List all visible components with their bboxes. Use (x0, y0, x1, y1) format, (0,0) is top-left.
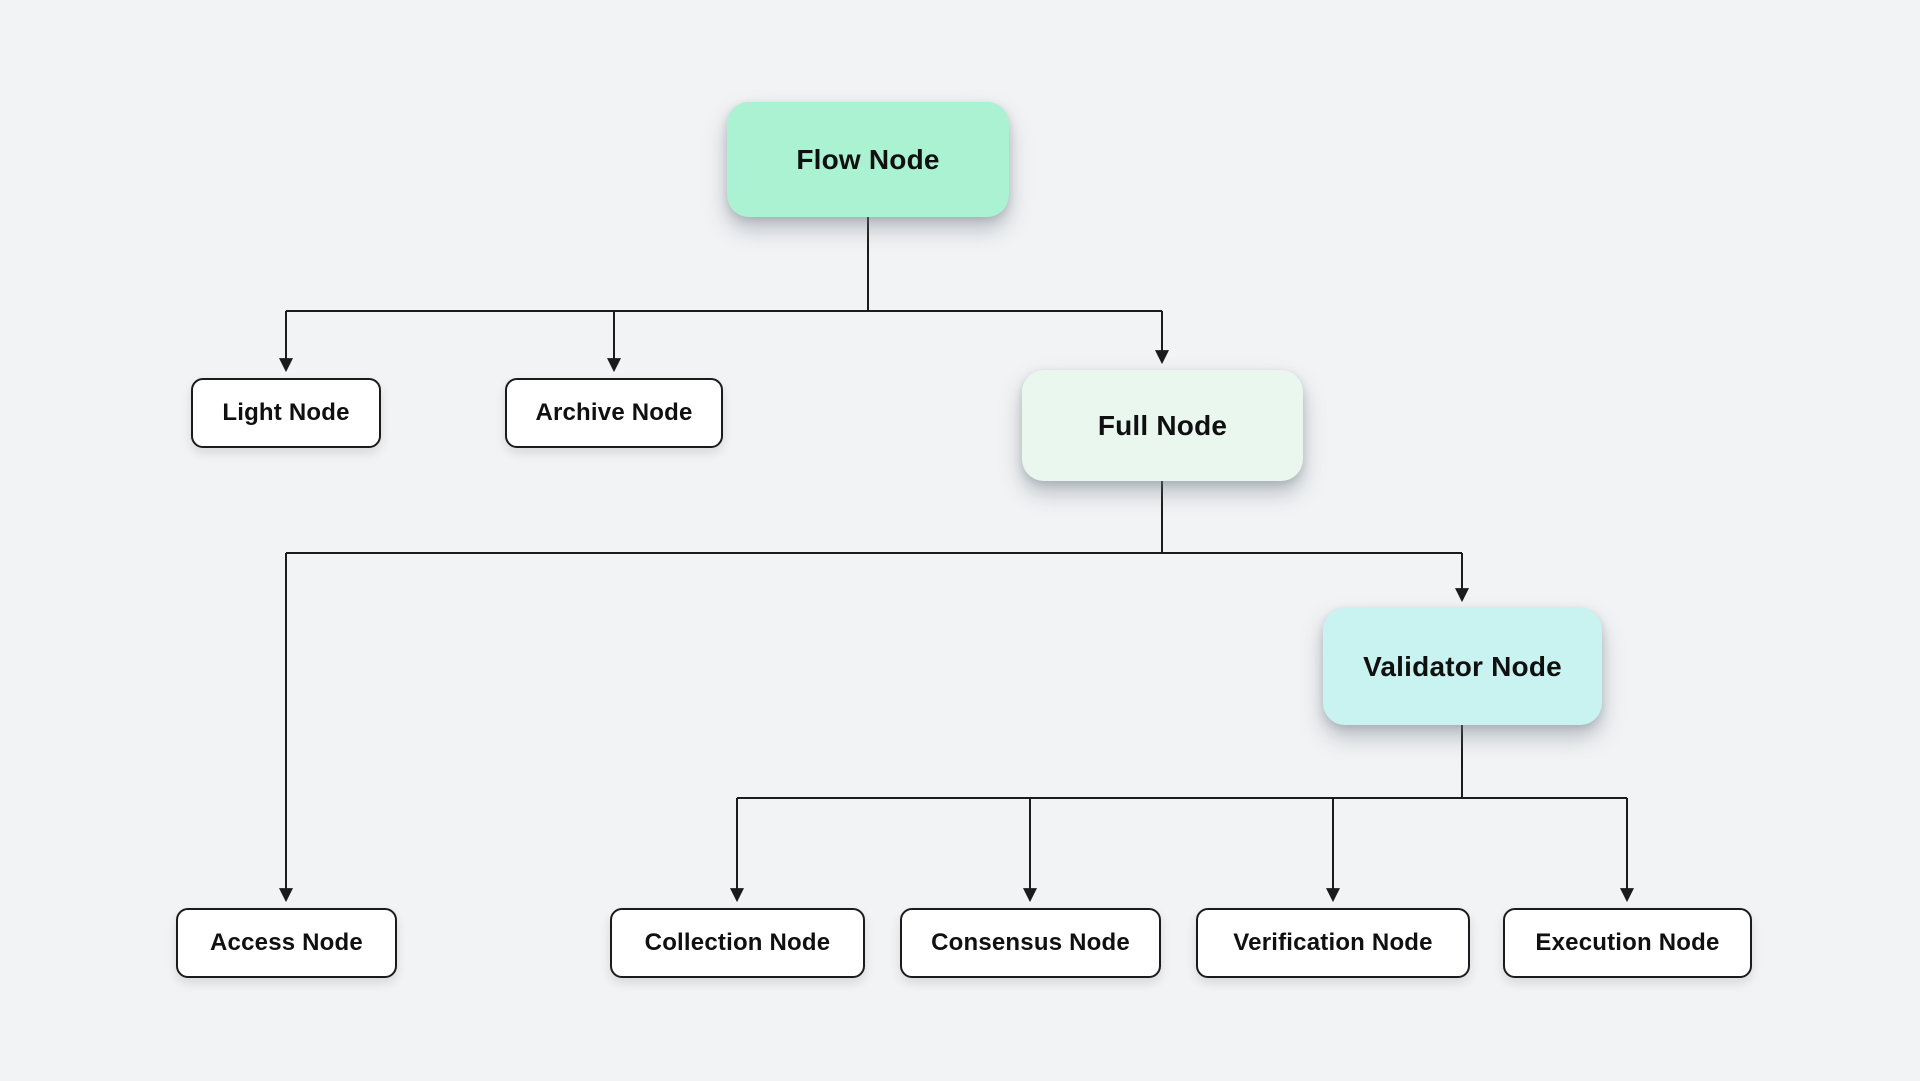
node-label-validator: Validator Node (1363, 650, 1562, 682)
node-label-archive: Archive Node (535, 399, 693, 426)
node-label-light: Light Node (222, 399, 350, 426)
node-verification: Verification Node (1196, 908, 1470, 978)
node-validator: Validator Node (1323, 608, 1602, 725)
node-label-execution: Execution Node (1535, 929, 1720, 956)
node-full: Full Node (1022, 370, 1303, 481)
node-label-verification: Verification Node (1233, 929, 1433, 956)
node-label-collection: Collection Node (644, 929, 831, 956)
node-label-access: Access Node (210, 929, 363, 956)
node-label-flow: Flow Node (796, 143, 940, 175)
node-label-consensus: Consensus Node (931, 929, 1130, 956)
node-flow: Flow Node (727, 102, 1009, 217)
node-light: Light Node (191, 378, 381, 448)
node-label-full: Full Node (1097, 409, 1228, 441)
node-access: Access Node (176, 908, 397, 978)
node-execution: Execution Node (1503, 908, 1752, 978)
node-consensus: Consensus Node (900, 908, 1161, 978)
node-collection: Collection Node (610, 908, 865, 978)
node-archive: Archive Node (505, 378, 723, 448)
